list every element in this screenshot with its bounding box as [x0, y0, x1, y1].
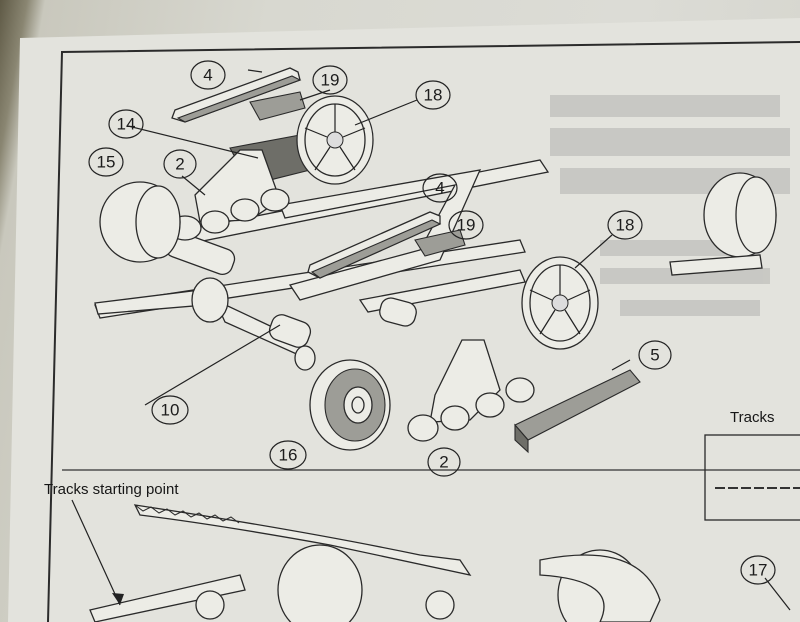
bogie-part-2-lower [407, 339, 535, 442]
svg-text:10: 10 [161, 401, 180, 420]
partial-wheel-right [669, 172, 777, 276]
plate-part-19-lower [414, 229, 466, 257]
callout-19a: 19 [312, 65, 348, 95]
tracks-starting-point-label: Tracks starting point [44, 481, 179, 498]
svg-text:18: 18 [424, 86, 443, 105]
svg-text:4: 4 [203, 66, 212, 85]
bar-part-5 [514, 369, 641, 454]
callout-2b: 2 [427, 447, 461, 477]
svg-text:2: 2 [175, 155, 184, 174]
leaf-spring-part-4-lower [307, 211, 442, 279]
callout-19b: 19 [448, 210, 484, 240]
svg-text:4: 4 [435, 179, 444, 198]
callout-5: 5 [638, 340, 672, 370]
axle-part-10 [94, 277, 316, 371]
svg-text:19: 19 [321, 71, 340, 90]
tracks-label: Tracks [730, 409, 774, 426]
callout-17: 17 [740, 555, 776, 585]
track-assembly [89, 504, 661, 622]
svg-text:16: 16 [279, 446, 298, 465]
callout-18a: 18 [415, 80, 451, 110]
callout-14: 14 [108, 109, 144, 139]
chassis-frame [94, 159, 550, 362]
svg-text:14: 14 [117, 115, 136, 134]
spoked-wheel-part-18-upper [296, 95, 374, 185]
callout-15: 15 [88, 147, 124, 177]
roller-wheel-part-15 [99, 181, 181, 263]
leaf-spring-part-4-upper [171, 67, 302, 123]
drive-wheel-part-16 [309, 359, 391, 451]
svg-text:2: 2 [439, 453, 448, 472]
svg-text:18: 18 [616, 216, 635, 235]
callout-18b: 18 [607, 210, 643, 240]
svg-text:5: 5 [650, 346, 659, 365]
leader-lines [71, 69, 791, 611]
tracks-box [704, 434, 800, 521]
callout-10: 10 [151, 395, 189, 425]
callout-4a: 4 [190, 60, 226, 90]
diagram-frame [47, 41, 800, 622]
svg-text:17: 17 [749, 561, 768, 580]
callout-4b: 4 [422, 173, 458, 203]
callout-16: 16 [269, 440, 307, 470]
plate-part-19-upper [249, 91, 306, 121]
callout-2a: 2 [163, 149, 197, 179]
svg-text:19: 19 [457, 216, 476, 235]
spoked-wheel-part-18-lower [521, 256, 599, 350]
svg-text:15: 15 [97, 153, 116, 172]
